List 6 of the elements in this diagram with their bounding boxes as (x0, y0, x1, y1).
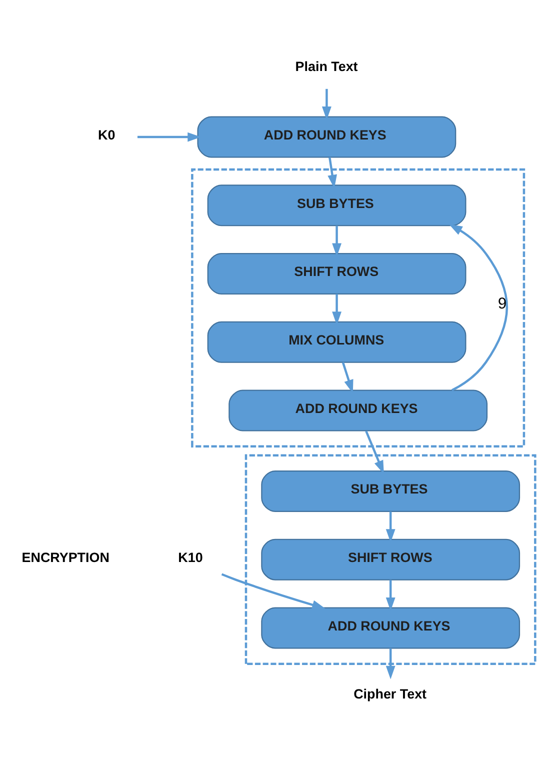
node-text: K10 (178, 550, 203, 565)
node-text: Plain Text (295, 59, 358, 74)
node-text: Cipher Text (354, 686, 427, 702)
edge-label: 9 (498, 295, 507, 312)
node-text: K0 (98, 127, 116, 142)
label: ENCRYPTION (22, 550, 110, 565)
